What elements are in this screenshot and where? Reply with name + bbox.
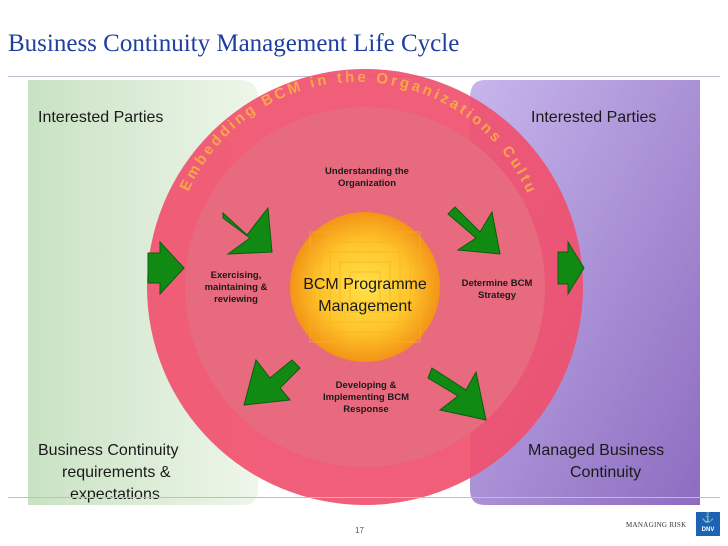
arrow-bottom-right (427, 367, 487, 421)
right-top-label: Interested Parties (531, 109, 657, 126)
center-disc (290, 212, 440, 362)
page-title: Business Continuity Management Life Cycl… (8, 30, 460, 57)
bottom-divider (8, 497, 720, 498)
left-top-label: Interested Parties (38, 109, 164, 126)
dnv-logo-icon: ⚓ DNV (696, 512, 720, 536)
arrow-top-left (222, 206, 273, 255)
arrow-right-exit (557, 240, 585, 296)
footer-tagline: MANAGING RISK (626, 521, 687, 529)
center-label: BCM Programme Management (303, 276, 427, 315)
arrow-left-entry (147, 240, 185, 296)
stage-exercising: Exercising,maintaining &reviewing (204, 270, 268, 305)
right-bottom-label: Managed Business Continuity (528, 442, 665, 481)
center-squares-pattern (309, 231, 421, 343)
page-number: 17 (355, 526, 364, 535)
arrow-top-right (447, 206, 501, 255)
left-bottom-label: Business Continuity requirements & expec… (38, 442, 179, 503)
arrow-bottom-left (243, 358, 301, 406)
